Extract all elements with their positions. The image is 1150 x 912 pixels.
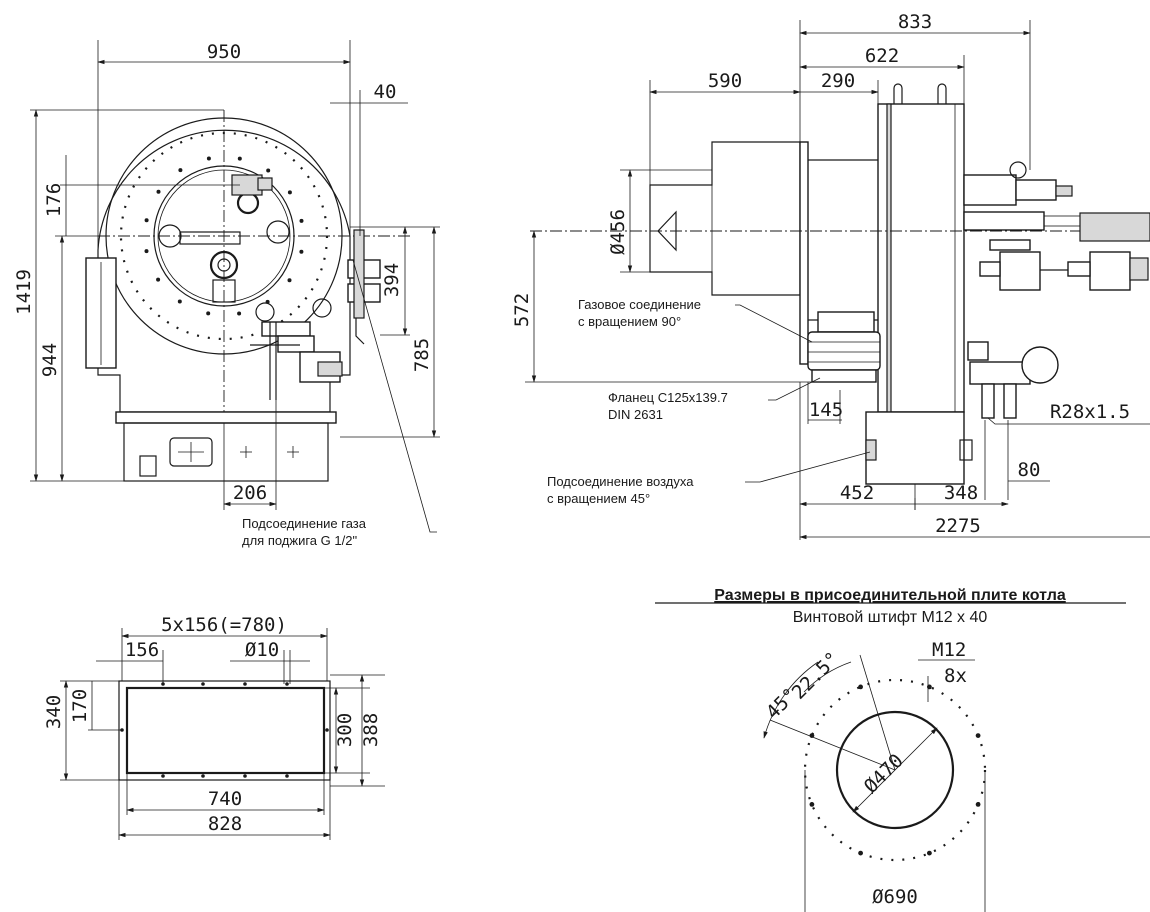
front-dim-offset: 40: [374, 81, 397, 103]
side-note-gas-1: Газовое соединение: [578, 297, 701, 312]
bottom-dim-828: 828: [208, 813, 242, 835]
side-dim-590: 590: [708, 70, 742, 92]
side-dim-452: 452: [840, 482, 874, 504]
bottom-frame-inner: [125, 686, 326, 775]
front-view: 950 40 1419 944 176 394 785 206 Подсоеди…: [13, 40, 440, 548]
side-dim-80: 80: [1018, 459, 1041, 481]
plate-dim-dia-690: Ø690: [872, 886, 918, 908]
side-note-flange-1: Фланец C125x139.7: [608, 390, 728, 405]
front-flange-hole: [237, 311, 242, 316]
front-flange-hole: [156, 277, 161, 282]
bottom-dim-388: 388: [360, 713, 382, 747]
front-housing: [97, 129, 351, 413]
plate-view: Размеры в присоединительной плите котла …: [655, 587, 1126, 912]
side-gas-connection: [807, 311, 881, 383]
bottom-dim-dia-10: Ø10: [245, 639, 279, 661]
front-flange-hole: [287, 190, 292, 195]
bottom-dim-170: 170: [69, 689, 91, 723]
front-gas-nozzle: [209, 250, 239, 280]
front-dim-upper: 176: [43, 183, 65, 217]
front-flange-hole: [178, 168, 183, 173]
side-dim-622: 622: [865, 45, 899, 67]
side-dim-145: 145: [809, 399, 843, 421]
side-air-connection: [865, 411, 965, 485]
plate-bolt-hole: [927, 850, 932, 856]
front-dim-height-total: 1419: [13, 269, 35, 315]
plate-dim-dia-470: Ø470: [860, 750, 908, 798]
front-flange-hole: [287, 278, 292, 283]
front-dim-right-2: 785: [411, 338, 433, 372]
side-dim-2275: 2275: [935, 515, 981, 537]
side-housing: [877, 103, 965, 413]
front-dim-right-1: 394: [381, 263, 403, 297]
front-flange-hole: [299, 218, 304, 223]
side-note-flange-2: DIN 2631: [608, 407, 663, 422]
bottom-holes: [120, 682, 329, 778]
side-note-gas-2: с вращением 90°: [578, 314, 681, 329]
front-flange-hole: [237, 156, 242, 161]
front-flange-hole: [206, 156, 211, 161]
side-dim-r28: R28x1.5: [1050, 401, 1130, 423]
plate-bolt-hole: [809, 733, 815, 738]
side-note-air-2: с вращением 45°: [547, 491, 650, 506]
side-dim-290: 290: [821, 70, 855, 92]
plate-bolt-holes: [809, 684, 981, 856]
side-dim-348: 348: [944, 482, 978, 504]
bottom-dim-340: 340: [43, 695, 65, 729]
front-dim-bottom: 206: [233, 482, 267, 504]
bottom-view: 5x156(=780) 156 Ø10 340 170 300 388 740: [43, 614, 385, 840]
side-note-air-1: Подсоединение воздуха: [547, 474, 694, 489]
plate-bolt-hole: [975, 733, 981, 738]
front-valve-train: [250, 298, 343, 400]
front-flange-hole: [266, 168, 271, 173]
bottom-dim-740: 740: [208, 788, 242, 810]
side-actuators: [963, 161, 1150, 291]
plate-bolt-hole: [927, 684, 932, 690]
bottom-dim-pitch: 5x156(=780): [161, 614, 287, 636]
plate-title: Размеры в присоединительной плите котла: [714, 587, 1066, 604]
side-blast-tube: [649, 141, 801, 296]
front-dim-height-axis: 944: [39, 343, 61, 377]
front-base: [123, 422, 329, 482]
side-dim-total-top: 833: [898, 11, 932, 33]
front-flange-hole: [265, 299, 270, 304]
front-note-ignition-2: для поджига G 1/2": [242, 533, 357, 548]
side-dim-dia-456: Ø456: [607, 209, 629, 255]
front-note-ignition-1: Подсоединение газа: [242, 516, 367, 531]
plate-dim-m12: M12: [932, 639, 966, 661]
bottom-frame-outer: [118, 680, 331, 781]
front-flange-hole: [206, 311, 211, 316]
front-ignition-port: [236, 191, 260, 215]
front-flange-hole: [177, 299, 182, 304]
front-dim-width: 950: [207, 41, 241, 63]
plate-bolt-hole: [809, 802, 815, 807]
side-view: 833 622 590 290 Ø456 572 145 R28x1.5 80: [511, 11, 1150, 540]
front-flange-hole: [144, 249, 149, 254]
plate-bolt-hole: [858, 684, 863, 690]
plate-bolt-hole: [975, 802, 981, 807]
plate-subtitle: Винтовой штифт M12 x 40: [793, 609, 988, 626]
front-flange-hole: [156, 189, 161, 194]
plate-bolt-hole: [858, 850, 863, 856]
front-flange-hole: [299, 249, 304, 254]
bottom-dim-156: 156: [125, 639, 159, 661]
bottom-dim-300: 300: [334, 713, 356, 747]
side-valve-train: [967, 341, 1059, 419]
side-dim-572: 572: [511, 293, 533, 327]
plate-dim-22-5: 22.5°: [788, 648, 844, 704]
plate-dim-8x: 8x: [944, 665, 967, 687]
front-flange-holes: [144, 156, 304, 316]
front-base-plate: [115, 411, 337, 424]
plate-inner-circle: [835, 710, 955, 830]
front-flange-hole: [144, 218, 149, 223]
